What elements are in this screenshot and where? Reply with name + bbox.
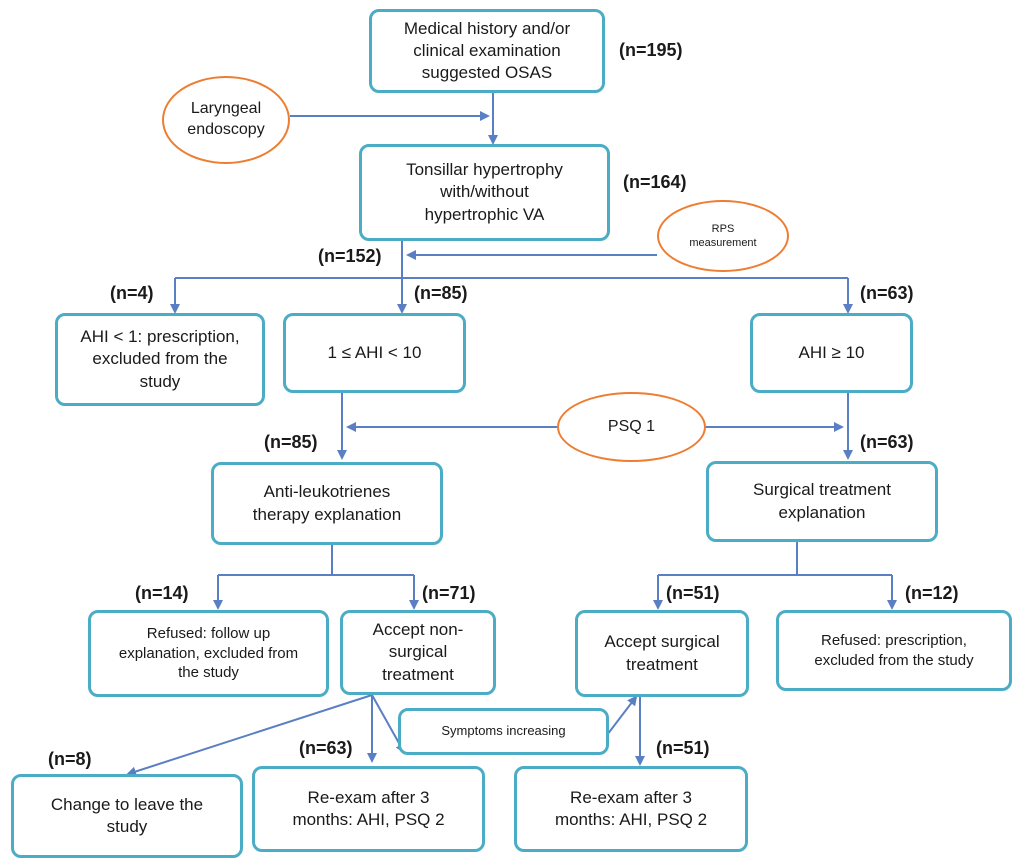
oval-rps-measurement-text: RPS measurement bbox=[689, 222, 757, 249]
arrow-symptoms-to-accept-surg bbox=[606, 695, 638, 736]
box-symptoms-increasing-text: Symptoms increasing bbox=[441, 723, 566, 739]
box-refused-prescription: Refused: prescription, excluded from the… bbox=[776, 610, 1012, 691]
count-195: (n=195) bbox=[619, 40, 683, 60]
count-14: (n=14) bbox=[135, 583, 189, 603]
box-reexam-left-text: Re-exam after 3 months: AHI, PSQ 2 bbox=[292, 787, 445, 829]
count-12: (n=12) bbox=[905, 583, 959, 603]
count-8: (n=8) bbox=[48, 749, 92, 769]
box-reexam-right-text: Re-exam after 3 months: AHI, PSQ 2 bbox=[554, 787, 708, 829]
count-63-bottom: (n=63) bbox=[299, 738, 353, 758]
count-71: (n=71) bbox=[422, 583, 476, 603]
oval-laryngeal-endoscopy-text: Laryngeal endoscopy bbox=[187, 100, 265, 138]
box-surgical-explanation-text: Surgical treatment explanation bbox=[753, 480, 891, 522]
box-ahi-1-to-10-text: 1 ≤ AHI < 10 bbox=[327, 342, 422, 362]
box-refused-follow-up-text: Refused: follow up explanation, excluded… bbox=[118, 625, 299, 682]
oval-laryngeal-endoscopy: Laryngeal endoscopy bbox=[162, 76, 290, 164]
box-tonsillar-hypertrophy-text: Tonsillar hypertrophy with/without hyper… bbox=[406, 160, 563, 224]
box-ahi-less-1: AHI < 1: prescription, excluded from the… bbox=[55, 313, 265, 406]
box-ahi-over-10: AHI ≥ 10 bbox=[750, 313, 913, 393]
box-accept-non-surgical: Accept non-surgical treatment bbox=[340, 610, 496, 695]
count-85-top: (n=85) bbox=[414, 283, 468, 303]
box-reexam-left: Re-exam after 3 months: AHI, PSQ 2 bbox=[252, 766, 485, 852]
count-164: (n=164) bbox=[623, 172, 687, 192]
oval-rps-measurement: RPS measurement bbox=[657, 200, 789, 272]
count-51-top: (n=51) bbox=[666, 583, 720, 603]
count-51-bottom: (n=51) bbox=[656, 738, 710, 758]
arrow-nonsurg-to-leave bbox=[126, 694, 373, 777]
box-leave-study: Change to leave the study bbox=[11, 774, 243, 858]
box-medical-history-text: Medical history and/or clinical examinat… bbox=[403, 18, 571, 83]
box-medical-history: Medical history and/or clinical examinat… bbox=[369, 9, 605, 93]
box-refused-prescription-text: Refused: prescription, excluded from the… bbox=[814, 632, 974, 669]
count-152: (n=152) bbox=[318, 246, 382, 266]
count-4: (n=4) bbox=[110, 283, 154, 303]
count-63-top: (n=63) bbox=[860, 283, 914, 303]
box-symptoms-increasing: Symptoms increasing bbox=[398, 708, 609, 755]
oval-psq1: PSQ 1 bbox=[557, 392, 706, 462]
box-ahi-over-10-text: AHI ≥ 10 bbox=[798, 342, 865, 362]
box-accept-non-surgical-text: Accept non-surgical treatment bbox=[372, 620, 464, 684]
box-anti-leukotrienes-text: Anti-leukotrienes therapy explanation bbox=[252, 482, 402, 524]
count-63-mid: (n=63) bbox=[860, 432, 914, 452]
box-surgical-explanation: Surgical treatment explanation bbox=[706, 461, 938, 542]
oval-psq1-text: PSQ 1 bbox=[607, 417, 656, 435]
box-anti-leukotrienes: Anti-leukotrienes therapy explanation bbox=[211, 462, 443, 545]
box-leave-study-text: Change to leave the study bbox=[50, 794, 204, 836]
count-85-mid: (n=85) bbox=[264, 432, 318, 452]
box-accept-surgical-text: Accept surgical treatment bbox=[604, 632, 720, 674]
box-tonsillar-hypertrophy: Tonsillar hypertrophy with/without hyper… bbox=[359, 144, 610, 241]
box-ahi-1-to-10: 1 ≤ AHI < 10 bbox=[283, 313, 466, 393]
box-reexam-right: Re-exam after 3 months: AHI, PSQ 2 bbox=[514, 766, 748, 852]
box-refused-follow-up: Refused: follow up explanation, excluded… bbox=[88, 610, 329, 697]
box-accept-surgical: Accept surgical treatment bbox=[575, 610, 749, 697]
box-ahi-less-1-text: AHI < 1: prescription, excluded from the… bbox=[80, 327, 240, 391]
